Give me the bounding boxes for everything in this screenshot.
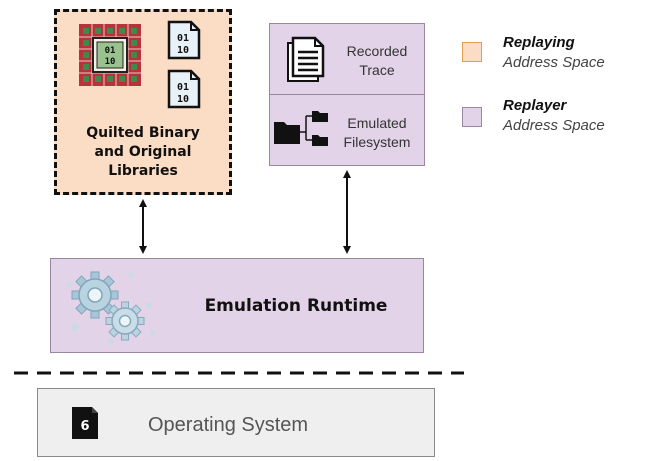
emulation-runtime-label: Emulation Runtime <box>204 296 388 316</box>
box-divider <box>270 94 424 95</box>
document-icon <box>287 36 325 82</box>
os-file-icon: 6 <box>72 407 98 439</box>
quilted-label-line-2: and Original <box>94 144 192 160</box>
legend-swatch-replaying <box>462 42 482 62</box>
binary-file-icon: 01 10 <box>167 69 201 109</box>
quilted-binary-box: 01 10 01 10 01 10 Quilted Binary and Ori… <box>54 9 232 195</box>
legend-replayer-title: Replayer <box>503 97 567 114</box>
binary-file-icon: 01 10 <box>167 20 201 60</box>
binary-file-text-bottom: 10 <box>177 94 189 105</box>
gears-icon <box>66 271 156 344</box>
recorded-label-line-1: Recorded <box>346 43 408 59</box>
operating-system-label: Operating System <box>148 414 309 436</box>
emulated-filesystem-label: Emulated Filesystem <box>330 114 424 152</box>
recorded-trace-label: Recorded Trace <box>330 42 424 80</box>
trace-filesystem-box: Recorded Trace Emulated Filesystem <box>269 23 425 166</box>
recorded-label-line-2: Trace <box>359 62 395 78</box>
quilt-icon: 01 10 <box>79 24 141 86</box>
legend-replayer-subtitle: Address Space <box>503 117 605 134</box>
quilted-binary-label: Quilted Binary and Original Libraries <box>57 124 229 181</box>
binary-file-text-top: 01 <box>177 82 189 93</box>
svg-text:6: 6 <box>80 419 89 434</box>
quilted-label-line-1: Quilted Binary <box>86 125 200 141</box>
quilt-binary-text-top: 01 <box>105 46 116 56</box>
operating-system-box: 6 Operating System <box>37 388 435 457</box>
binary-file-text-top: 01 <box>177 33 189 44</box>
folder-tree-icon <box>274 111 328 146</box>
legend-swatch-replayer <box>462 107 482 127</box>
legend-replaying-subtitle: Address Space <box>503 54 605 71</box>
kernel-boundary-separator <box>14 371 464 375</box>
quilt-binary-text-bottom: 10 <box>105 57 116 67</box>
binary-file-text-bottom: 10 <box>177 45 189 56</box>
emulation-runtime-box: Emulation Runtime <box>50 258 424 353</box>
filesystem-label-line-2: Filesystem <box>343 134 411 150</box>
filesystem-label-line-1: Emulated <box>347 115 407 131</box>
legend-replaying-title: Replaying <box>503 34 575 51</box>
quilted-label-line-3: Libraries <box>108 163 178 179</box>
